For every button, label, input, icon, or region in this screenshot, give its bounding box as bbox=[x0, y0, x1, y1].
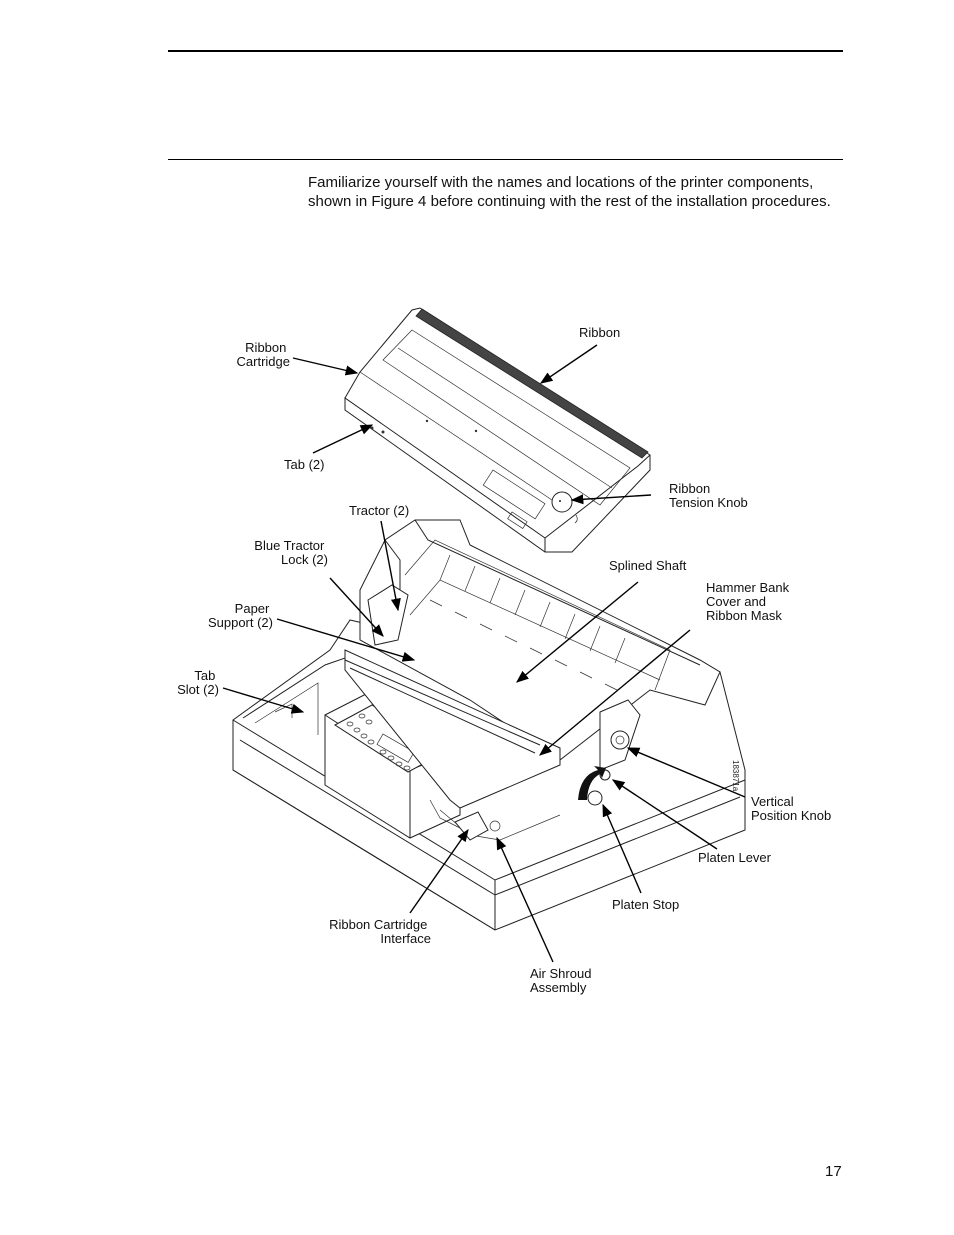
label-blue-tractor-lock: Blue Tractor Lock (2) bbox=[254, 538, 328, 567]
ribbon-cartridge-drawing bbox=[344, 307, 651, 553]
label-platen-lever: Platen Lever bbox=[698, 850, 772, 865]
section-rule bbox=[168, 159, 843, 160]
label-tab: Tab (2) bbox=[284, 457, 324, 472]
label-ribbon: Ribbon bbox=[579, 325, 620, 340]
label-ribbon-cartridge-interface: Ribbon Cartridge Interface bbox=[329, 917, 431, 946]
control-panel-buttons bbox=[346, 713, 411, 771]
top-rule bbox=[168, 50, 843, 52]
paper-perforations bbox=[429, 554, 626, 691]
label-platen-stop: Platen Stop bbox=[612, 897, 679, 912]
printer-drawing: 183871a bbox=[232, 519, 746, 931]
label-splined-shaft: Splined Shaft bbox=[609, 558, 687, 573]
label-hammer-bank: Hammer Bank Cover and Ribbon Mask bbox=[706, 580, 793, 623]
label-tab-slot: Tab Slot (2) bbox=[177, 668, 219, 697]
label-ribbon-cartridge: Ribbon Cartridge bbox=[237, 340, 290, 369]
label-tractor: Tractor (2) bbox=[349, 503, 409, 518]
figure-code: 183871a bbox=[731, 760, 740, 792]
label-paper-support: Paper Support (2) bbox=[208, 601, 273, 630]
label-vertical-position-knob: Vertical Position Knob bbox=[751, 794, 831, 823]
callout-labels: Ribbon Cartridge Ribbon Tab (2) Ribbon T… bbox=[177, 325, 831, 995]
callout-pointers bbox=[222, 344, 746, 963]
page-number: 17 bbox=[825, 1163, 842, 1180]
label-air-shroud: Air Shroud Assembly bbox=[530, 966, 595, 995]
label-ribbon-tension-knob: Ribbon Tension Knob bbox=[669, 481, 748, 510]
intro-paragraph: Familiarize yourself with the names and … bbox=[308, 174, 831, 210]
